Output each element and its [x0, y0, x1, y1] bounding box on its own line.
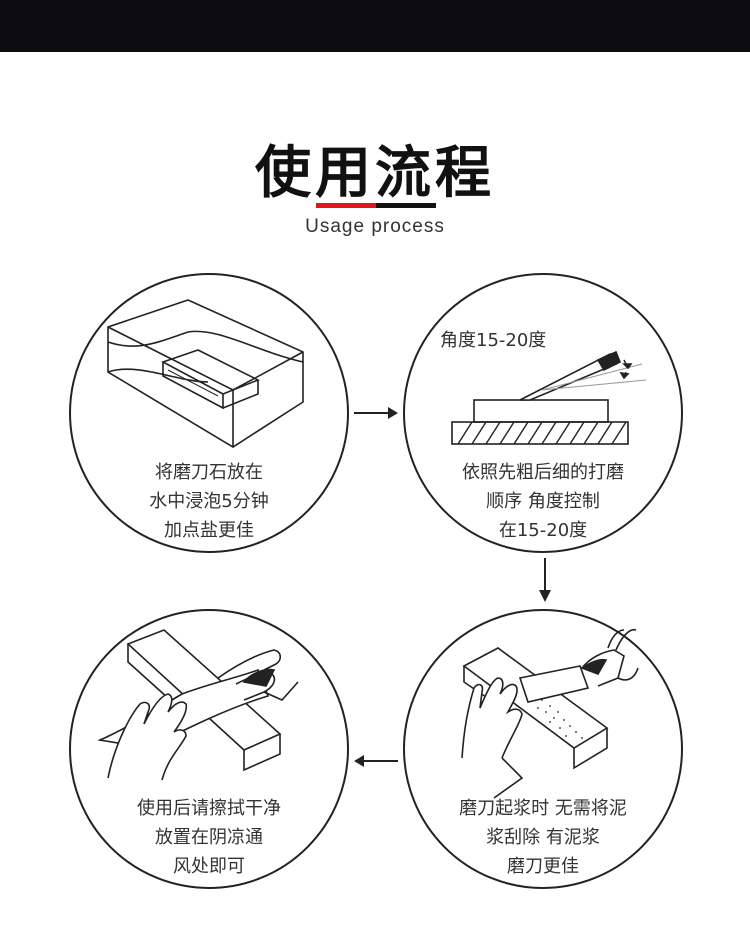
page-subtitle: Usage process — [305, 216, 445, 237]
step-circle — [69, 273, 349, 553]
caption-line: 加点盐更佳 — [164, 520, 254, 541]
knife-angle-on-stone-icon — [451, 350, 647, 445]
caption-line: 浆刮除 有泥浆 — [486, 827, 600, 848]
caption-line: 风处即可 — [173, 856, 245, 877]
step-3-card: 磨刀起浆时 无需将泥 浆刮除 有泥浆 磨刀更佳 — [402, 608, 684, 890]
step-circle — [403, 273, 683, 553]
caption-line: 依照先粗后细的打磨 — [462, 462, 624, 483]
step-4-caption: 使用后请擦拭干净 放置在阴凉通 风处即可 — [68, 794, 350, 881]
slurry-scraping-icon — [461, 628, 639, 799]
caption-line: 顺序 角度控制 — [486, 491, 600, 512]
page-title: 使用流程 — [255, 141, 495, 206]
stone-soaking-in-water-icon — [107, 299, 304, 448]
caption-line: 水中浸泡5分钟 — [149, 491, 269, 512]
wiping-stone-icon — [97, 629, 299, 781]
caption-line: 磨刀更佳 — [507, 856, 579, 877]
step-circle — [69, 609, 349, 889]
caption-line: 放置在阴凉通 — [155, 827, 263, 848]
step-1-card: 将磨刀石放在 水中浸泡5分钟 加点盐更佳 — [68, 272, 350, 554]
top-dark-bar — [0, 0, 750, 52]
title-underline-red — [316, 203, 376, 208]
caption-line: 将磨刀石放在 — [155, 462, 263, 483]
arrow-left-icon — [354, 755, 398, 767]
arrow-right-icon — [354, 407, 398, 419]
title-underline-black — [376, 203, 436, 208]
step-3-caption: 磨刀起浆时 无需将泥 浆刮除 有泥浆 磨刀更佳 — [402, 794, 684, 881]
angle-label: 角度15-20度 — [440, 330, 547, 351]
step-2-card: 角度15-20度 依照先粗后细的打磨 顺序 角度控制 在15-20度 — [402, 272, 684, 554]
caption-line: 在15-20度 — [498, 520, 588, 541]
caption-line: 使用后请擦拭干净 — [137, 798, 281, 819]
step-4-card: 使用后请擦拭干净 放置在阴凉通 风处即可 — [68, 608, 350, 890]
caption-line: 磨刀起浆时 无需将泥 — [459, 798, 627, 819]
step-2-caption: 依照先粗后细的打磨 顺序 角度控制 在15-20度 — [402, 458, 684, 545]
step-1-caption: 将磨刀石放在 水中浸泡5分钟 加点盐更佳 — [68, 458, 350, 545]
arrow-down-icon — [539, 558, 551, 602]
step-circle — [403, 609, 683, 889]
